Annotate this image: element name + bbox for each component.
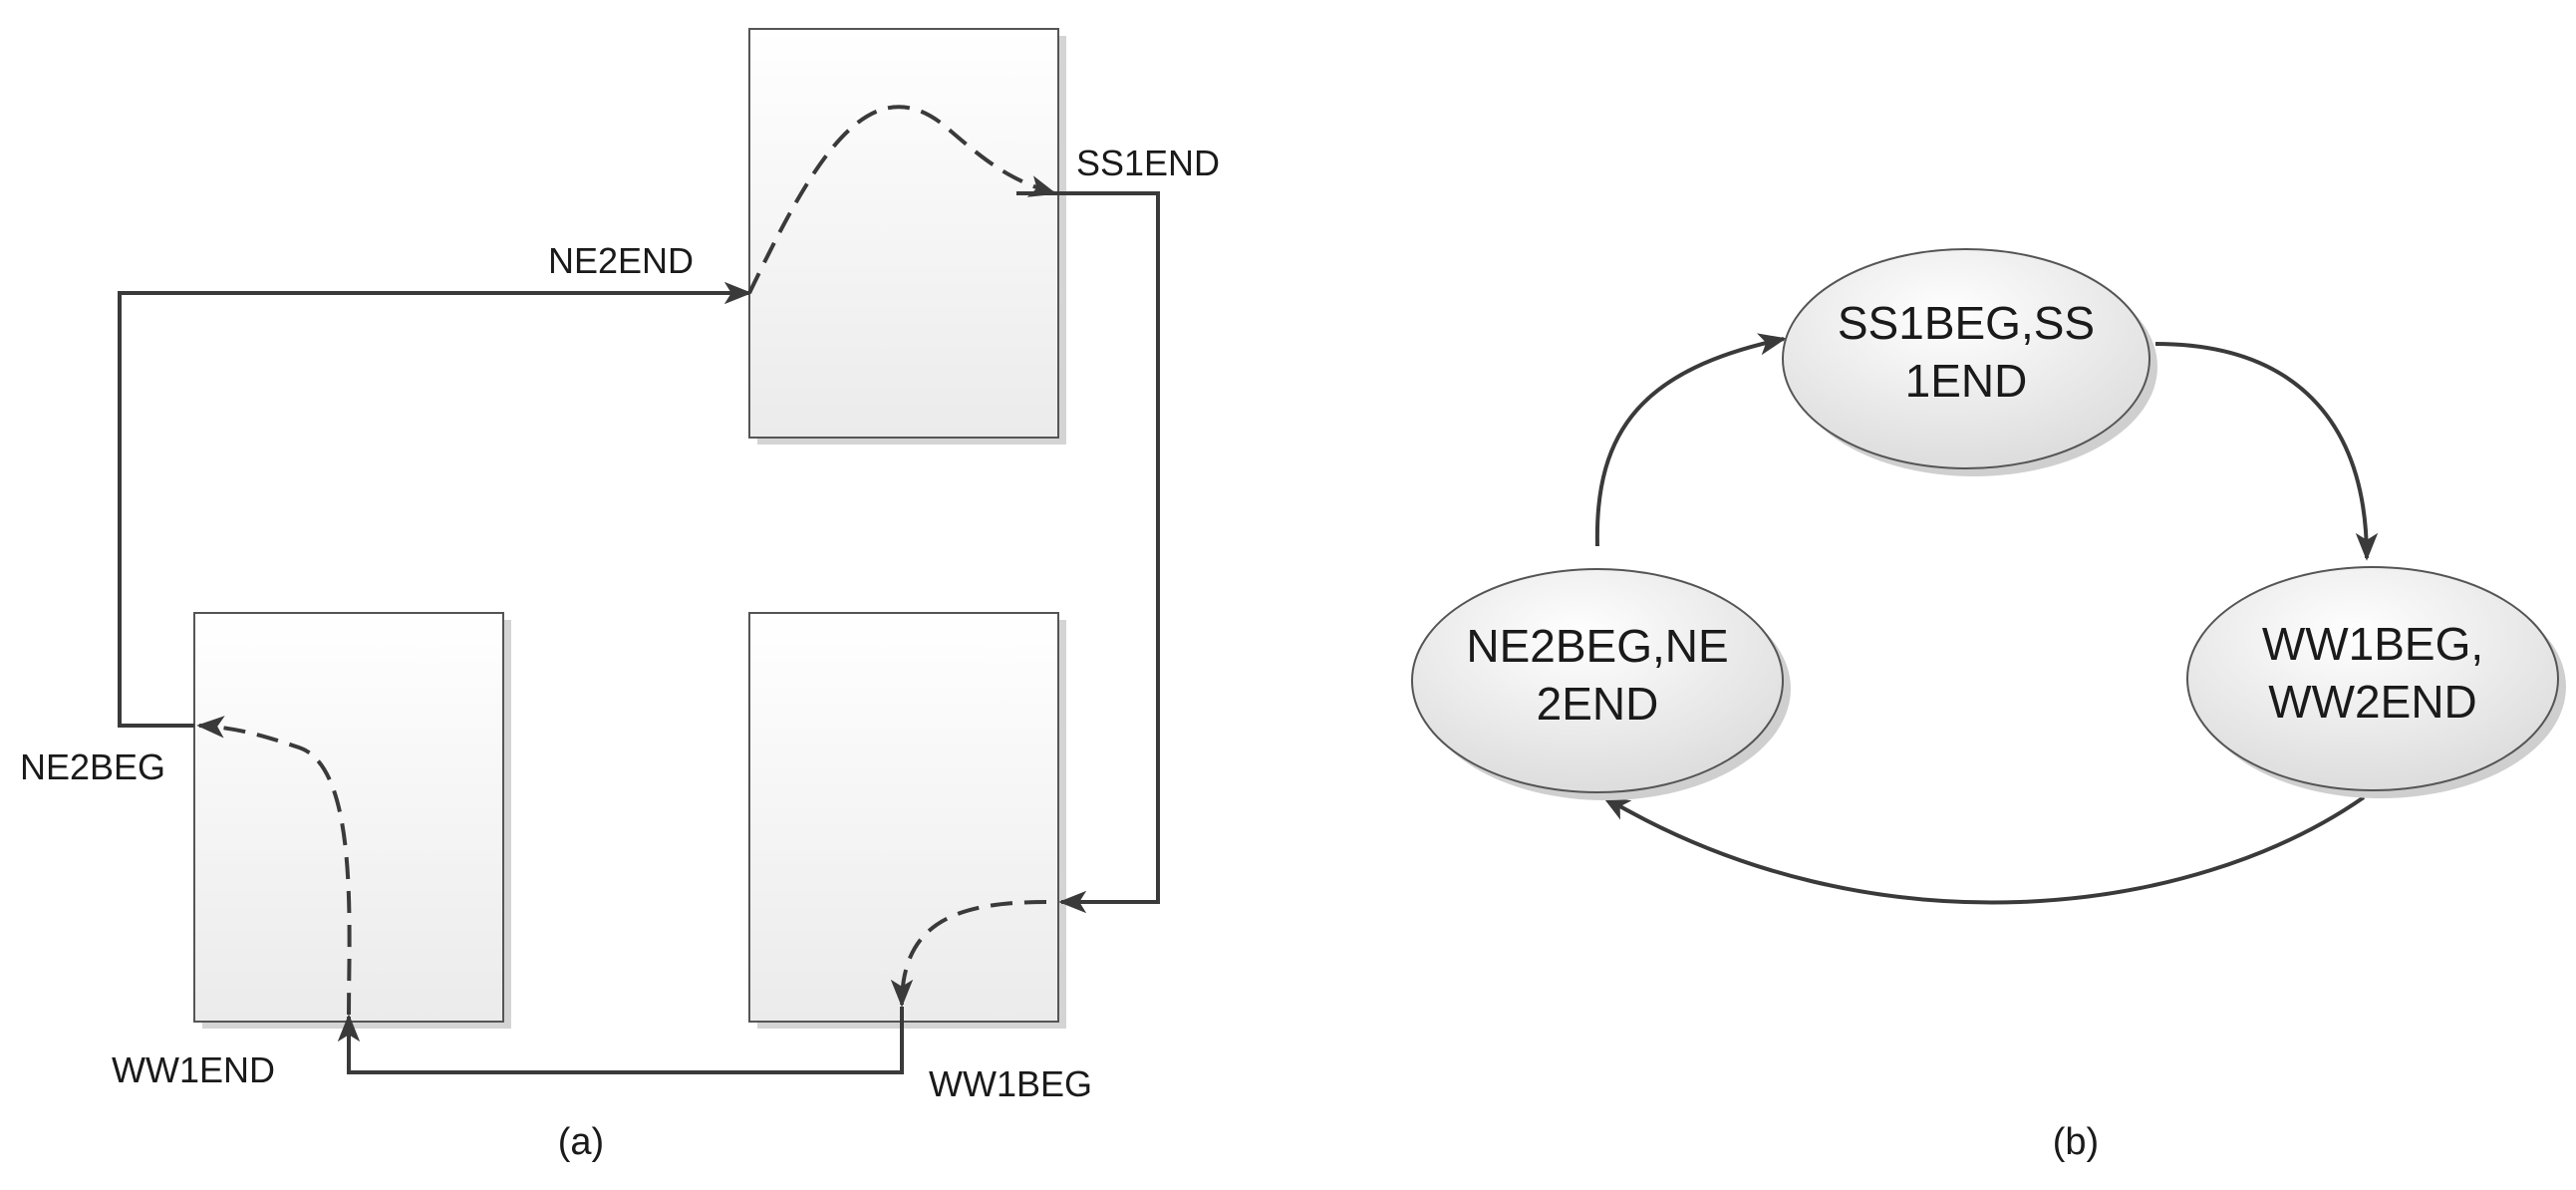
pin-label-ne2beg: NE2BEG <box>20 746 165 787</box>
pin-label-ww1beg: WW1BEG <box>929 1063 1092 1104</box>
state-node-left-line2: 2END <box>1537 678 1659 730</box>
panel-a: NE2END SS1END NE2BEG WW1END WW1BEG (a) <box>20 28 1220 1163</box>
internal-route-bottom-right-box <box>890 900 1047 1008</box>
state-node-right-line2: WW2END <box>2268 676 2477 728</box>
edge-left-to-top <box>1594 333 1787 547</box>
edge-right-to-left <box>1601 795 2366 905</box>
switch-box-top <box>748 28 1066 445</box>
wire-ww1beg-to-ww1end <box>337 1007 904 1074</box>
state-node-top-line2: 1END <box>1905 355 2028 407</box>
switch-box-bottom-right <box>748 612 1066 1029</box>
wire-ne2beg-to-ne2end <box>118 281 752 728</box>
pin-label-ww1end: WW1END <box>112 1049 275 1090</box>
state-node-right-line1: WW1BEG, <box>2262 618 2483 670</box>
switch-box-bottom-left <box>193 612 511 1029</box>
edge-top-to-right <box>2154 342 2379 561</box>
state-node-right: WW1BEG, WW2END <box>2186 566 2566 798</box>
state-node-top: SS1BEG,SS 1END <box>1782 248 2157 476</box>
internal-route-top-box <box>747 105 1057 294</box>
state-node-left-line1: NE2BEG,NE <box>1466 620 1728 672</box>
pin-label-ss1end: SS1END <box>1076 143 1220 183</box>
pin-label-ne2end: NE2END <box>548 240 694 281</box>
panel-b: SS1BEG,SS 1END NE2BEG,NE 2END WW1BEG, WW… <box>1411 248 2566 1163</box>
state-node-top-line1: SS1BEG,SS <box>1838 297 2095 349</box>
caption-a: (a) <box>558 1121 604 1163</box>
state-node-left: NE2BEG,NE 2END <box>1411 568 1791 800</box>
wire-ss1end-to-ww1beg-entry <box>1016 191 1160 914</box>
caption-b: (b) <box>2053 1121 2099 1163</box>
internal-route-bottom-left-box <box>196 716 352 1016</box>
